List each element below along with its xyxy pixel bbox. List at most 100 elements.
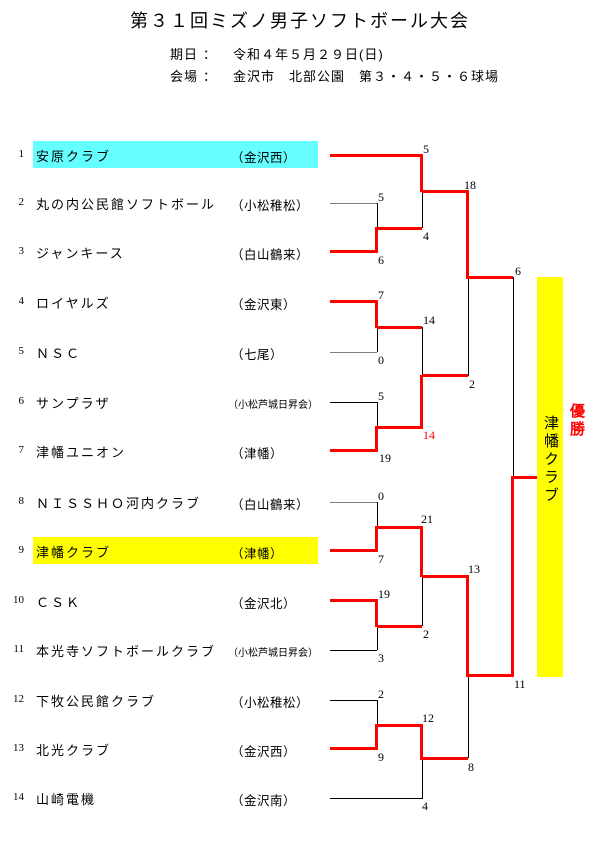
match-c-arm-top: [375, 300, 378, 328]
score-team-12: 2: [378, 687, 384, 701]
score-team-6: 5: [378, 389, 384, 403]
line-team-5: [330, 352, 377, 353]
match-c-arm-bottom: [377, 327, 378, 352]
match-k-arm-bottom: [375, 724, 378, 750]
team-name-5: ＮＳＣ: [36, 346, 82, 361]
team-affiliation-1: （金沢西）: [231, 151, 297, 165]
score-match-k-exit: 12: [422, 711, 434, 725]
team-affiliation-4: （金沢東）: [231, 298, 297, 312]
score-team-10: 19: [378, 587, 390, 601]
match-f-arm-top: [466, 190, 469, 279]
line-team-11: [330, 650, 377, 651]
match-k-exit-line: [377, 724, 422, 727]
line-team-10: [330, 599, 377, 602]
team-affiliation-8: （白山鶴来）: [231, 498, 310, 512]
match-h-arm-top: [375, 599, 378, 627]
match-h-arm-bottom: [377, 626, 378, 650]
score-match-f-exit: 6: [515, 264, 521, 278]
date-value: 令和４年５月２９日(日): [233, 47, 384, 62]
team-name-11: 本光寺ソフトボールクラブ: [36, 644, 217, 659]
line-team-6: [330, 402, 377, 403]
match-b-exit-line: [422, 190, 468, 193]
match-d-arm-top: [377, 402, 378, 427]
team-affiliation-7: （津幡）: [231, 447, 284, 461]
highlight-team-9: [33, 537, 318, 564]
venue-colon: ：: [203, 69, 218, 84]
venue-label: 会場: [170, 69, 199, 84]
match-g-arm-bottom: [375, 526, 378, 552]
team-name-2: 丸の内公民館ソフトボール: [36, 197, 217, 212]
match-k-arm-top: [377, 700, 378, 725]
line-team-4: [330, 300, 377, 303]
match-f-arm-bottom: [468, 277, 469, 376]
seed-2: 2: [18, 196, 25, 208]
team-affiliation-11: （小松芦城日昇会）: [228, 648, 318, 659]
score-team-5: 0: [378, 353, 384, 367]
match-h-exit-line: [377, 625, 422, 628]
seed-1: 1: [18, 148, 25, 160]
seed-7: 7: [18, 444, 25, 456]
match-f-exit-line: [468, 276, 513, 279]
seed-12: 12: [13, 693, 24, 705]
date-colon: ：: [203, 47, 218, 62]
team-name-10: ＣＳＫ: [36, 595, 82, 610]
team-affiliation-5: （七尾）: [231, 348, 284, 362]
match-j-exit-line: [468, 674, 513, 677]
team-name-9: 津幡クラブ: [36, 545, 112, 560]
match-a-arm-bottom: [375, 227, 378, 253]
line-team-13: [330, 747, 377, 750]
highlight-team-1: [33, 141, 318, 168]
champion-team-name: 津幡クラブ: [542, 415, 559, 505]
team-affiliation-2: （小松稚松）: [231, 199, 310, 213]
champion-panel: 優勝 津幡クラブ: [537, 277, 585, 677]
score-team-13: 9: [378, 750, 384, 764]
match-d-exit-line: [377, 426, 422, 429]
score-match-h-exit: 2: [423, 627, 429, 641]
score-match-j-exit: 11: [514, 677, 526, 691]
team-name-1: 安原クラブ: [36, 149, 112, 164]
match-e-arm-bottom: [420, 375, 423, 429]
seed-3: 3: [18, 245, 25, 257]
match-d-arm-bottom: [375, 426, 378, 452]
seed-4: 4: [18, 295, 25, 307]
team-name-7: 津幡ユニオン: [36, 445, 127, 460]
score-team-11: 3: [378, 651, 384, 665]
score-match-e-exit: 2: [469, 377, 475, 391]
final-arm-bottom: [511, 476, 514, 677]
seed-9: 9: [18, 544, 25, 556]
match-e-exit-line: [422, 374, 468, 377]
seed-5: 5: [18, 345, 25, 357]
score-team-4: 7: [378, 288, 384, 302]
score-team-7: 19: [379, 451, 391, 465]
line-team-14: [330, 798, 422, 799]
seed-6: 6: [18, 395, 25, 407]
match-l-exit-line: [422, 757, 468, 760]
match-g-exit-line: [377, 526, 422, 529]
final-arm-top: [513, 277, 514, 477]
match-a-exit-line: [377, 227, 422, 230]
score-team-3: 6: [378, 253, 384, 267]
team-name-3: ジャンキース: [36, 246, 125, 261]
team-name-12: 下牧公民館クラブ: [36, 694, 157, 709]
team-affiliation-12: （小松稚松）: [231, 696, 310, 710]
date-label: 期日: [170, 47, 199, 62]
score-match-l-exit: 8: [468, 760, 474, 774]
match-b-arm-bottom: [422, 191, 423, 228]
team-name-6: サンプラザ: [36, 396, 111, 411]
score-match-b-exit: 18: [464, 178, 476, 192]
team-name-13: 北光クラブ: [36, 743, 112, 758]
team-affiliation-3: （白山鶴来）: [231, 248, 310, 262]
line-team-2: [330, 203, 377, 204]
venue-value: 金沢市 北部公園 第３・４・５・６球場: [233, 69, 500, 84]
score-team-2: 5: [378, 190, 384, 204]
match-g-arm-top: [377, 502, 378, 527]
team-affiliation-10: （金沢北）: [231, 597, 297, 611]
champion-caption: 優勝: [568, 403, 585, 439]
seed-8: 8: [18, 495, 25, 507]
line-team-8: [330, 502, 377, 503]
score-team-8: 0: [378, 489, 384, 503]
match-e-arm-top: [422, 327, 423, 376]
seed-11: 11: [13, 643, 24, 655]
match-c-exit-line: [377, 326, 422, 329]
